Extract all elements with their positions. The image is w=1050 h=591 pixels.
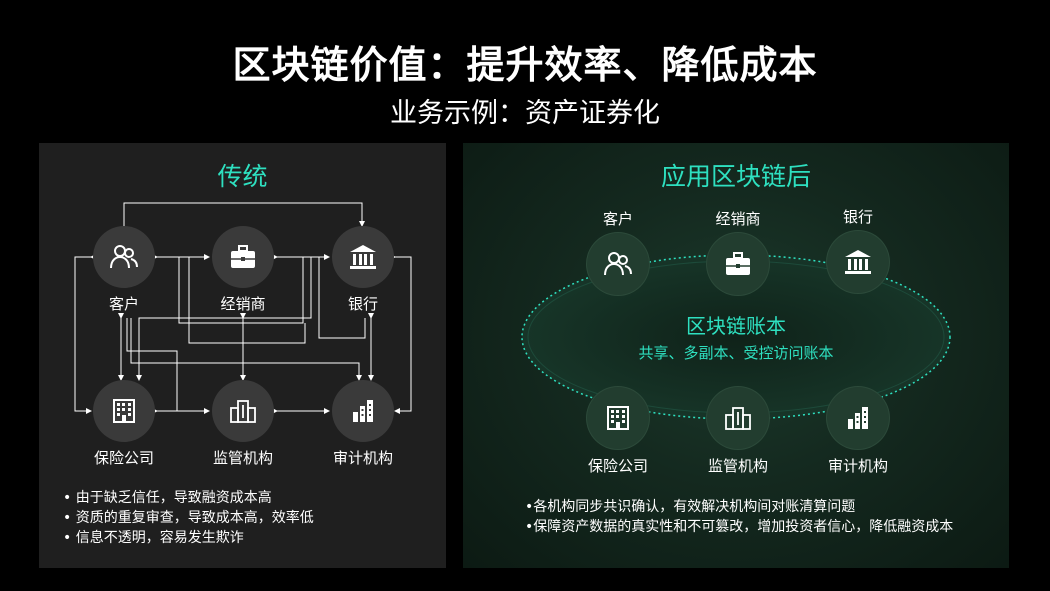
- trad-node-client: [93, 226, 155, 288]
- chain-bullet: •保障资产数据的真实性和不可篡改，增加投资者信心，降低融资成本: [525, 519, 954, 535]
- bank-icon: [350, 245, 376, 269]
- chain-bullet: •各机构同步共识确认，有效解决机构间对账清算问题: [525, 499, 856, 515]
- traditional-title: 传统: [217, 162, 268, 191]
- trad-label-auditor: 审计机构: [332, 449, 393, 467]
- office-building-icon: [230, 400, 256, 423]
- chain-node-dealer: [707, 233, 769, 295]
- trad-node-insurance: [93, 380, 155, 442]
- traditional-connections: [74, 202, 412, 414]
- page-subtitle: 业务示例：资产证券化: [390, 98, 660, 129]
- chain-node-regulator: [707, 387, 769, 449]
- chain-label-client: 客户: [602, 210, 633, 228]
- chain-label-bank: 银行: [842, 208, 873, 226]
- trad-node-bank: [332, 226, 394, 288]
- building-icon: [607, 406, 629, 430]
- chain-node-bank: [827, 231, 889, 293]
- page-title: 区块链价值：提升效率、降低成本: [232, 43, 818, 87]
- blockchain-panel: 应用区块链后 客户 经销商 银行 区块链账本 共享、多副本、受控访问账本 保险公…: [463, 143, 1009, 568]
- chain-node-auditor: [827, 387, 889, 449]
- trad-bullet: • 资质的重复审查，导致成本高，效率低: [63, 510, 314, 526]
- ledger-title: 区块链账本: [686, 314, 786, 338]
- trad-bullet: • 由于缺乏信任，导致融资成本高: [63, 490, 272, 506]
- trad-label-dealer: 经销商: [220, 295, 266, 313]
- chain-label-regulator: 监管机构: [707, 457, 768, 475]
- ledger-subtitle: 共享、多副本、受控访问账本: [638, 344, 834, 362]
- people-icon: [604, 252, 632, 276]
- briefcase-icon: [726, 252, 750, 275]
- chain-label-dealer: 经销商: [715, 210, 761, 228]
- chain-node-client: [587, 233, 649, 295]
- people-icon: [110, 245, 138, 269]
- building-icon: [113, 399, 135, 423]
- chain-node-insurance: [587, 387, 649, 449]
- office-building-icon: [725, 407, 751, 430]
- blockchain-title: 应用区块链后: [660, 162, 811, 191]
- trad-label-regulator: 监管机构: [212, 449, 273, 467]
- trad-bullet: • 信息不透明，容易发生欺诈: [63, 530, 244, 546]
- trad-label-bank: 银行: [347, 295, 378, 313]
- trad-label-insurance: 保险公司: [93, 449, 154, 467]
- bank-icon: [845, 250, 871, 274]
- traditional-panel: 传统: [39, 143, 446, 568]
- trad-label-client: 客户: [108, 295, 139, 313]
- chain-label-insurance: 保险公司: [587, 457, 648, 475]
- trad-node-dealer: [212, 226, 274, 288]
- trad-node-auditor: [332, 380, 394, 442]
- briefcase-icon: [231, 245, 255, 268]
- chart-building-icon: [848, 407, 868, 429]
- chain-label-auditor: 审计机构: [827, 457, 888, 475]
- chart-building-icon: [353, 400, 373, 422]
- trad-node-regulator: [212, 380, 274, 442]
